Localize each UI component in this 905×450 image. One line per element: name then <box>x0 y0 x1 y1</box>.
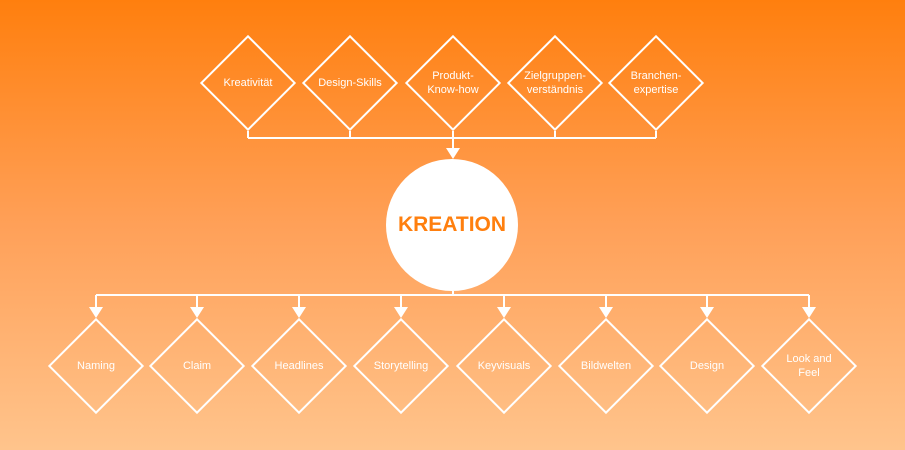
input-4-label: Zielgruppen- verständnis <box>524 70 586 96</box>
output-7-label: Design <box>689 360 725 372</box>
output-4-label: Storytelling <box>373 360 429 372</box>
output-arrow-4 <box>394 307 408 318</box>
output-arrow-5 <box>497 307 511 318</box>
output-1-label: Naming <box>77 360 115 372</box>
output-arrow-1 <box>89 307 103 318</box>
output-arrow-8 <box>802 307 816 318</box>
output-arrow-6 <box>599 307 613 318</box>
input-1-label: Kreativität <box>223 77 273 89</box>
output-6-label: Bildwelten <box>580 360 632 372</box>
center-circle <box>386 159 518 291</box>
input-5-label: Branchen- expertise <box>630 70 682 96</box>
input-2-label: Design-Skills <box>318 77 382 89</box>
output-5-label: Keyvisuals <box>477 360 531 372</box>
output-arrow-7 <box>700 307 714 318</box>
input-arrow <box>446 148 460 159</box>
center-label: KREATION <box>397 213 507 236</box>
output-2-label: Claim <box>182 360 212 372</box>
output-8-label: Look and Feel <box>786 353 832 379</box>
input-3-label: Produkt- Know-how <box>427 70 479 96</box>
output-3-label: Headlines <box>274 360 324 372</box>
output-arrow-3 <box>292 307 306 318</box>
output-arrow-2 <box>190 307 204 318</box>
